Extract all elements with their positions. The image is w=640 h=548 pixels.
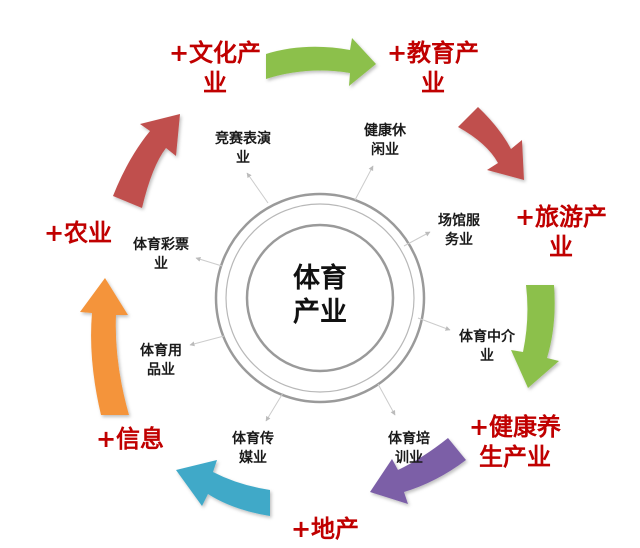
- outer-label-agriculture: +农业: [43, 219, 113, 247]
- outer-label-culture: +文化产 业: [168, 39, 262, 97]
- connector-arrow-icon: [377, 383, 396, 416]
- curved-block-arrow-icon: [511, 285, 559, 388]
- connector-arrow-icon: [265, 392, 284, 422]
- connector-arrow-icon: [403, 231, 431, 247]
- inner-label-training: 体育培 训业: [388, 431, 430, 466]
- inner-label-agency: 体育中介 业: [459, 329, 515, 364]
- inner-ring: [245, 223, 395, 373]
- connector-arrow-icon: [246, 172, 269, 204]
- inner-label-media: 体育传 媒业: [232, 431, 274, 466]
- inner-label-competition: 竞赛表演 业: [215, 131, 271, 166]
- center-label: 体育 产业: [293, 263, 347, 328]
- connector-arrow-icon: [189, 335, 225, 347]
- outer-label-health: +健康养 生产业: [468, 413, 562, 471]
- outer-ring: [214, 192, 426, 404]
- connector-arrow-icon: [195, 256, 223, 267]
- outer-label-tourism: +旅游产 业: [514, 203, 608, 261]
- curved-block-arrow-icon: [458, 107, 524, 180]
- middle-ring: [225, 203, 415, 393]
- curved-block-arrow-icon: [370, 438, 466, 504]
- inner-label-goods: 体育用 品业: [140, 343, 182, 378]
- inner-label-leisure: 健康休 闲业: [364, 123, 406, 158]
- curved-block-arrow-icon: [113, 114, 180, 208]
- inner-label-lottery: 体育彩票 业: [133, 237, 189, 272]
- connector-arrow-icon: [417, 317, 451, 331]
- curved-block-arrow-icon: [266, 38, 376, 86]
- outer-label-education: +教育产 业: [386, 39, 480, 97]
- outer-label-information: +信息: [95, 425, 165, 453]
- connector-arrow-icon: [354, 165, 374, 201]
- curved-block-arrow-icon: [80, 278, 129, 415]
- curved-block-arrow-icon: [176, 460, 270, 516]
- outer-label-real-estate: +地产: [290, 515, 360, 543]
- inner-label-venue: 场馆服 务业: [438, 213, 480, 248]
